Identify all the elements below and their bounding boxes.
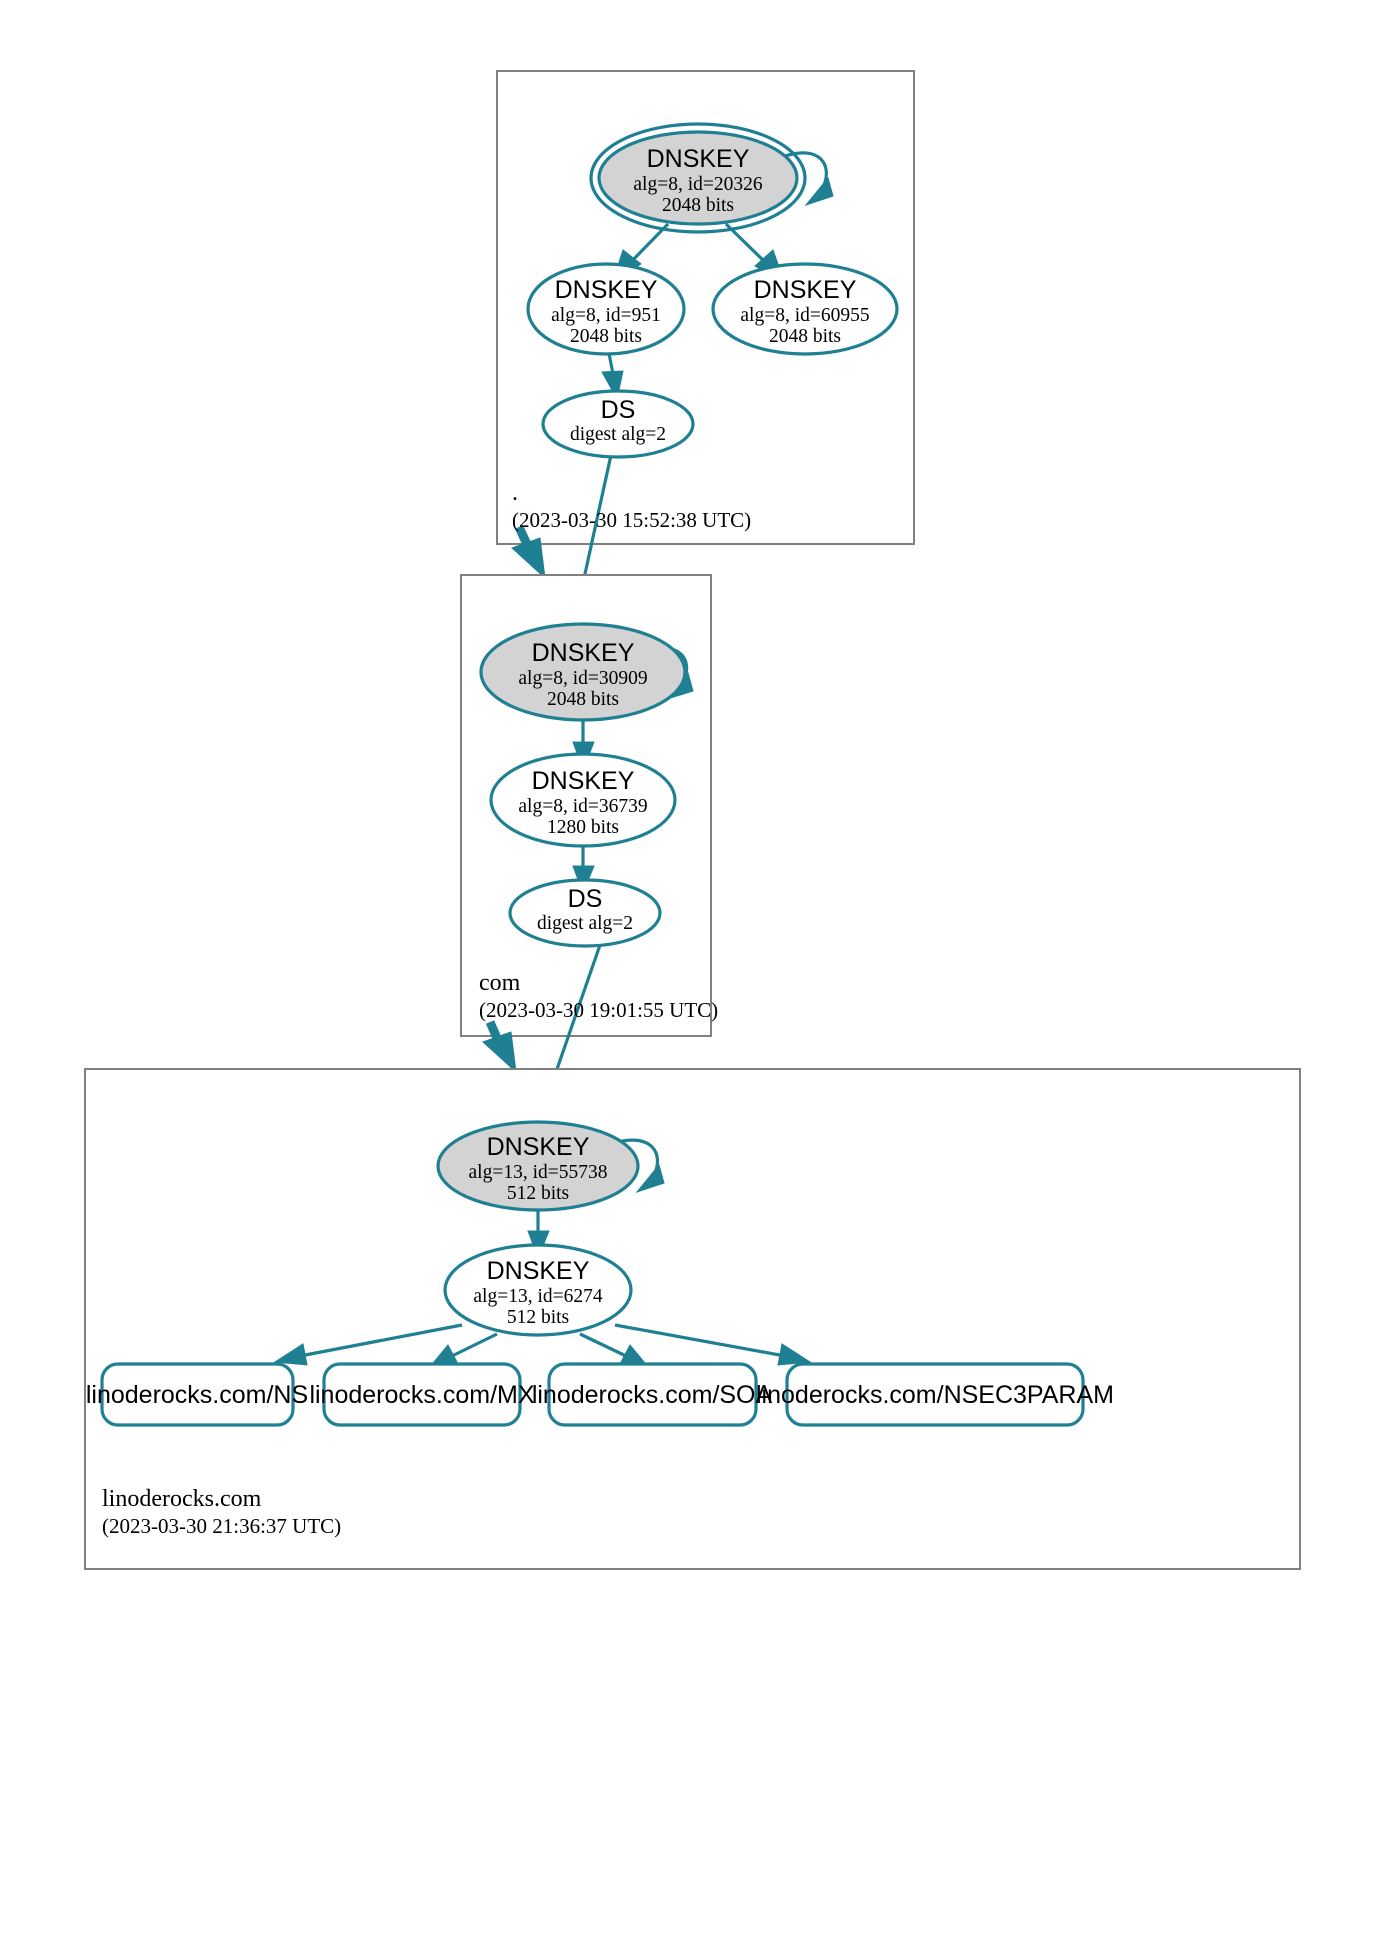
node-dnskey-root-zsk-60955[interactable]: DNSKEY alg=8, id=60955 2048 bits [711,262,899,356]
node-label-type: DNSKEY [487,1257,590,1285]
node-label-bits: 2048 bits [547,689,619,710]
edge-zone-com-to-zone-linoderocks [482,1020,517,1074]
node-label-bits: 1280 bits [547,817,619,838]
node-label-alg-id: alg=8, id=60955 [740,305,869,326]
node-ds-com[interactable]: DS digest alg=2 [508,878,662,948]
node-label-alg-id: alg=8, id=30909 [518,668,647,689]
edge-self-sign-lr-ksk [616,1138,665,1194]
node-label-type: DNSKEY [487,1133,590,1161]
rrset-nsec3param[interactable]: linoderocks.com/NSEC3PARAM [756,1362,1114,1427]
node-label-digest-alg: digest alg=2 [537,913,633,934]
node-label-alg-id: alg=8, id=951 [551,305,661,326]
rrset-mx[interactable]: linoderocks.com/MX [309,1362,535,1427]
node-label-type: DNSKEY [532,767,635,795]
node-label-type: DNSKEY [532,639,635,667]
rrset-label: linoderocks.com/MX [309,1381,534,1409]
node-label-alg-id: alg=13, id=6274 [473,1286,602,1307]
node-dnskey-lr-zsk-6274[interactable]: DNSKEY alg=13, id=6274 512 bits [443,1243,633,1337]
zone-box-linoderocks [84,1068,1301,1570]
node-label-alg-id: alg=8, id=36739 [518,796,647,817]
rrset-label: linoderocks.com/NSEC3PARAM [756,1381,1114,1409]
node-dnskey-root-zsk-951[interactable]: DNSKEY alg=8, id=951 2048 bits [526,262,686,356]
node-label-bits: 2048 bits [769,326,841,347]
node-label-bits: 2048 bits [662,195,734,216]
node-label-alg-id: alg=8, id=20326 [633,174,762,195]
rrset-label: linoderocks.com/SOA [532,1381,773,1409]
node-label-type: DNSKEY [555,276,658,304]
node-label-bits: 512 bits [507,1183,569,1204]
zone-timestamp-linoderocks: (2023-03-30 21:36:37 UTC) [102,1514,341,1538]
node-label-digest-alg: digest alg=2 [570,424,666,445]
node-label-bits: 512 bits [507,1307,569,1328]
node-label-type: DS [568,885,603,913]
node-dnskey-com-ksk-30909[interactable]: DNSKEY alg=8, id=30909 2048 bits [479,622,687,722]
node-label-type: DNSKEY [647,145,750,173]
node-label-type: DNSKEY [754,276,857,304]
zone-name-com: com [479,970,521,996]
zone-name-linoderocks: linoderocks.com [102,1486,262,1512]
edge-lr-zsk-to-rrset-ns [273,1323,463,1366]
edge-zone-root-to-zone-com [511,525,546,580]
node-label-bits: 2048 bits [570,326,642,347]
node-dnskey-com-zsk-36739[interactable]: DNSKEY alg=8, id=36739 1280 bits [489,752,677,848]
rrset-label: linoderocks.com/NS [86,1381,308,1409]
edge-lr-zsk-to-rrset-mx [427,1332,498,1369]
node-label-alg-id: alg=13, id=55738 [469,1162,608,1183]
node-dnskey-root-ksk-20326[interactable]: DNSKEY alg=8, id=20326 2048 bits [589,122,807,234]
zone-timestamp-com: (2023-03-30 19:01:55 UTC) [479,998,718,1022]
rrset-ns[interactable]: linoderocks.com/NS [86,1362,308,1427]
edge-lr-zsk-to-rrset-nsec3param [614,1323,812,1366]
node-label-type: DS [601,396,636,424]
node-ds-root[interactable]: DS digest alg=2 [541,389,695,459]
node-dnskey-lr-ksk-55738[interactable]: DNSKEY alg=13, id=55738 512 bits [436,1120,640,1212]
rrset-soa[interactable]: linoderocks.com/SOA [532,1362,773,1427]
zone-timestamp-root: (2023-03-30 15:52:38 UTC) [512,508,751,532]
zone-name-root: . [512,480,518,506]
